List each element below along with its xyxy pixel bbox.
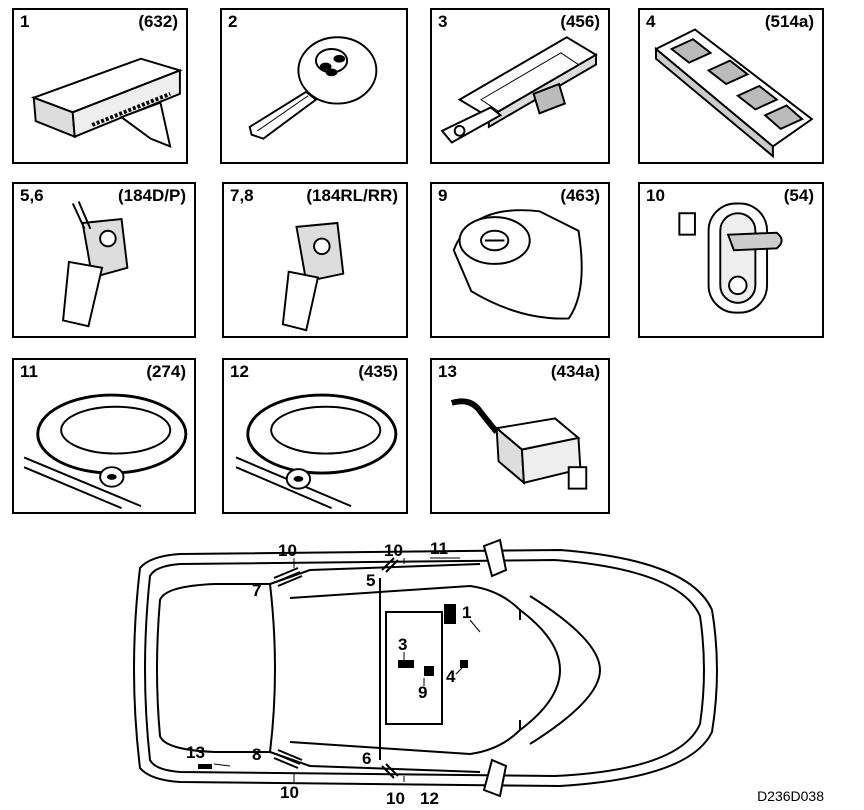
- panel-code: (435): [358, 362, 398, 381]
- panel-driver-door-handle: 11 (274): [12, 358, 196, 514]
- label-5: 5: [366, 571, 375, 590]
- component-markers: [198, 557, 468, 779]
- leader-lines: [213, 557, 481, 782]
- panel-number: 13: [438, 362, 457, 381]
- passenger-door-handle-icon: [235, 393, 398, 509]
- transponder-module-icon: [440, 36, 598, 144]
- panel-code: (274): [146, 362, 186, 381]
- panel-code: (184D/P): [117, 186, 186, 205]
- panel-remote-key: 2: [220, 8, 408, 164]
- panel-number: 10: [646, 186, 665, 205]
- reference-code: D236D038: [757, 788, 824, 804]
- panel-number: 9: [438, 186, 448, 205]
- panel-transponder-module: 3 (456): [430, 8, 610, 164]
- panel-code: (514a): [764, 12, 814, 31]
- panel-number: 5,6: [20, 186, 44, 205]
- ignition-switch-icon: [452, 209, 583, 320]
- panel-code: (632): [138, 12, 178, 31]
- panel-control-module: 1 (632): [12, 8, 188, 164]
- door-contact-switch-icon: [678, 202, 783, 314]
- label-10: 10: [278, 541, 297, 560]
- callout-labels: 10 10 11 7 5 1 3 4 9 13 8 6 10 10 12: [186, 539, 471, 808]
- trunk-lock-actuator-icon: [450, 398, 588, 490]
- panel-number: 4: [646, 12, 656, 31]
- panel-number: 2: [228, 12, 238, 31]
- driver-door-handle-icon: [23, 393, 188, 510]
- label-10: 10: [384, 541, 403, 560]
- panel-door-contact-switch: 10 (54): [638, 182, 824, 338]
- label-1: 1: [462, 603, 471, 622]
- label-9: 9: [418, 683, 427, 702]
- control-module-icon: [30, 57, 183, 149]
- label-11: 11: [430, 539, 448, 558]
- label-7: 7: [252, 581, 261, 600]
- panel-number: 12: [230, 362, 249, 381]
- car-body-outline: [133, 548, 718, 788]
- car-mirrors: [482, 538, 508, 798]
- label-8: 8: [252, 745, 261, 764]
- panel-ignition-switch: 9 (463): [430, 182, 610, 338]
- label-4: 4: [446, 667, 456, 686]
- panel-number: 3: [438, 12, 448, 31]
- panel-window-switch-panel: 4 (514a): [638, 8, 824, 164]
- panel-number: 7,8: [230, 186, 254, 205]
- label-13: 13: [186, 743, 205, 762]
- front-door-lock-actuator-icon: [62, 201, 129, 328]
- panel-front-door-lock-actuator: 5,6 (184D/P): [12, 182, 196, 338]
- label-10: 10: [386, 789, 405, 808]
- panel-code: (434a): [550, 362, 600, 381]
- panel-passenger-door-handle: 12 (435): [222, 358, 408, 514]
- panel-code: (456): [560, 12, 600, 31]
- label-10: 10: [280, 783, 299, 802]
- panel-code: (463): [560, 186, 600, 205]
- panel-number: 11: [20, 362, 38, 381]
- panel-number: 1: [20, 12, 30, 31]
- label-12: 12: [420, 789, 439, 808]
- panel-code: (184RL/RR): [306, 186, 398, 205]
- car-overview-diagram: 10 10 11 7 5 1 3 4 9 13 8 6 10 10 12: [133, 538, 718, 808]
- panel-rear-door-lock-actuator: 7,8 (184RL/RR): [222, 182, 408, 338]
- rear-door-lock-actuator-icon: [281, 221, 345, 332]
- label-6: 6: [362, 749, 371, 768]
- window-switch-panel-icon: [654, 28, 814, 159]
- label-3: 3: [398, 635, 407, 654]
- panel-trunk-lock-actuator: 13 (434a): [430, 358, 610, 514]
- panel-code: (54): [783, 186, 814, 205]
- remote-key-icon: [248, 36, 378, 140]
